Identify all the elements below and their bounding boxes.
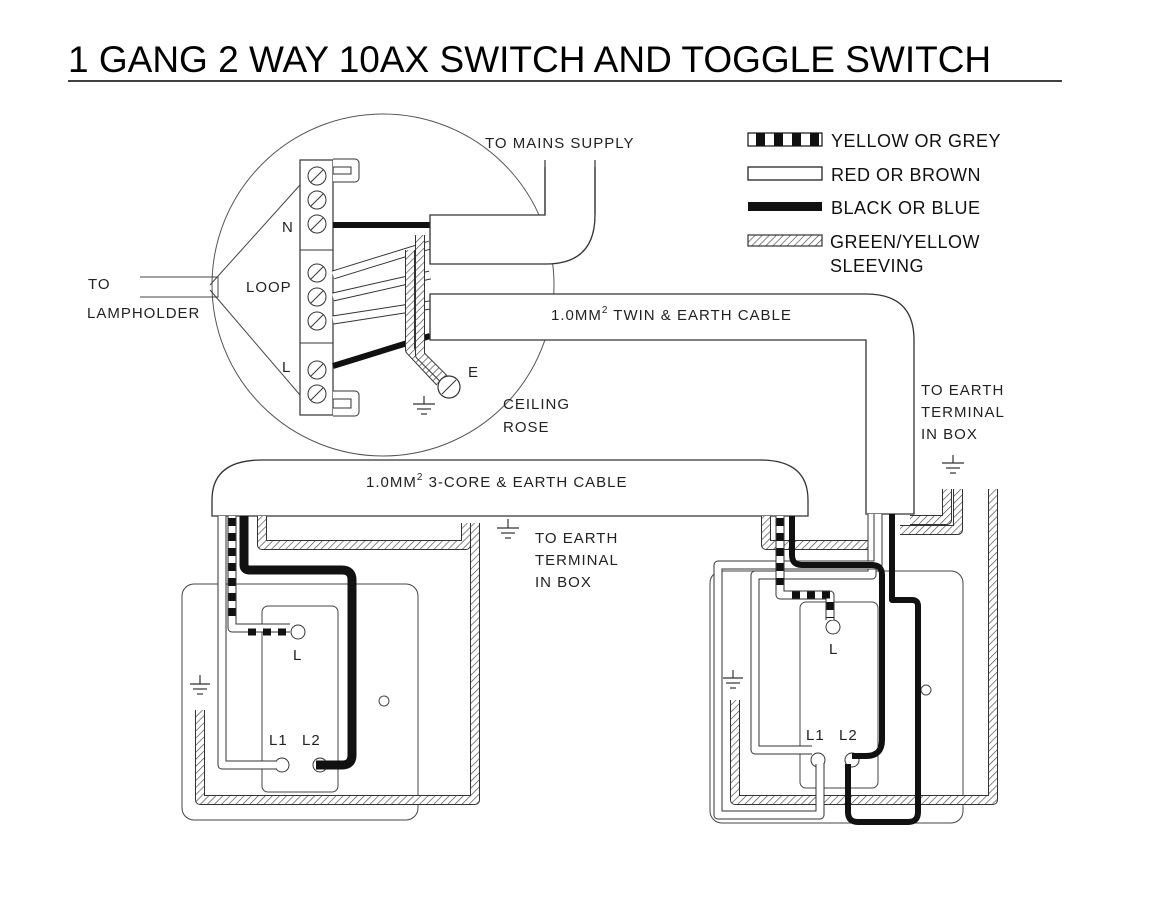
left-switch-mechanism xyxy=(261,605,339,793)
right-switch-screw xyxy=(920,684,932,696)
left-switch-l1-terminal xyxy=(274,757,290,773)
legend-black-blue-swatch xyxy=(748,202,822,211)
neutral-label: N xyxy=(282,219,294,236)
earth-mid-line1: TO EARTH xyxy=(535,530,618,547)
earth-symbol-right-inner xyxy=(723,670,743,689)
earth-right-line1: TO EARTH xyxy=(921,382,1004,399)
legend-red-brown-label: RED OR BROWN xyxy=(831,165,981,185)
left-switch-screw xyxy=(378,695,390,707)
right-switch-l-label: L xyxy=(829,641,838,658)
mains-supply-cable xyxy=(429,155,600,265)
left-switch-l1-label: L1 xyxy=(269,732,288,749)
earth-symbol-left-box xyxy=(190,675,210,695)
right-switch-l1-label: L1 xyxy=(806,727,825,744)
legend-black-blue-label: BLACK OR BLUE xyxy=(831,198,981,218)
earth-symbol-mid xyxy=(497,519,519,539)
three-core-cable-label: 1.0MM2 3-CORE & EARTH CABLE xyxy=(366,472,628,491)
twin-cable-label: 1.0MM2 TWIN & EARTH CABLE xyxy=(551,305,792,324)
mains-supply-label: TO MAINS SUPPLY xyxy=(485,135,634,152)
lampholder-label: LAMPHOLDER xyxy=(87,305,200,322)
to-label: TO xyxy=(88,276,111,293)
earth-right-line2: TERMINAL xyxy=(921,404,1005,421)
right-switch-l2-label: L2 xyxy=(839,727,858,744)
earth-symbol-rose xyxy=(413,396,435,415)
right-switch xyxy=(709,455,998,825)
ceiling-label: CEILING xyxy=(503,396,570,413)
left-switch-l-label: L xyxy=(293,647,302,664)
twin-earth-cable xyxy=(429,293,915,515)
right-switch-l-terminal xyxy=(825,619,841,635)
left-switch xyxy=(181,516,519,821)
right-switch-mechanism xyxy=(799,601,879,789)
earth-mid-line2: TERMINAL xyxy=(535,552,619,569)
live-label: L xyxy=(282,359,291,376)
three-core-cable xyxy=(211,459,809,517)
legend-green-yellow-swatch xyxy=(747,234,823,247)
legend-green-yellow-label: GREEN/YELLOW xyxy=(830,232,980,252)
lampholder-flex xyxy=(140,276,210,298)
earth-symbol-right-box xyxy=(942,455,964,474)
earth-mid-line3: IN BOX xyxy=(535,574,592,591)
rose-label: ROSE xyxy=(503,419,550,436)
left-switch-l-terminal xyxy=(290,624,306,640)
ceiling-rose xyxy=(140,113,555,457)
terminal-screws xyxy=(307,166,327,404)
legend-sleeving-label: SLEEVING xyxy=(830,256,924,276)
loop-label: LOOP xyxy=(246,279,292,296)
earth-e-label: E xyxy=(468,364,479,381)
left-switch-l2-label: L2 xyxy=(302,732,321,749)
legend-red-brown-swatch xyxy=(747,166,823,181)
diagram-title: 1 GANG 2 WAY 10AX SWITCH AND TOGGLE SWIT… xyxy=(68,39,991,80)
legend-yellow-grey-swatch xyxy=(747,132,823,147)
legend-yellow-grey-label: YELLOW OR GREY xyxy=(831,131,1001,151)
earth-right-line3: IN BOX xyxy=(921,426,978,443)
legend: YELLOW OR GREY RED OR BROWN BLACK OR BLU… xyxy=(747,131,1001,276)
